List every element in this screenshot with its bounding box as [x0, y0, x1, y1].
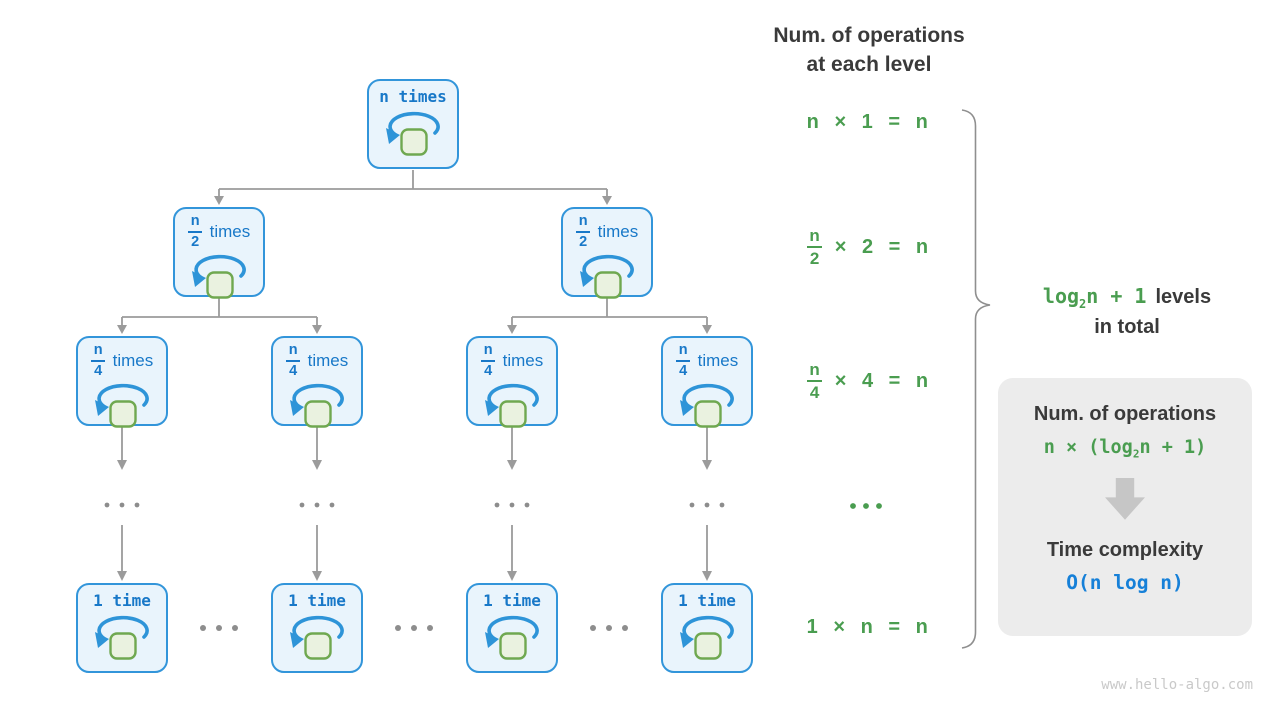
loop-icon-slot: [479, 378, 545, 430]
loop-icon: [680, 615, 734, 660]
summary-box: Num. of operations n × (log2n + 1) Time …: [998, 378, 1252, 636]
down-arrow-icon: [1105, 477, 1145, 520]
summary-title: Num. of operations: [1033, 403, 1217, 425]
tree-node-root: n times: [367, 79, 459, 169]
operations-header-line2: at each level: [806, 52, 932, 76]
ellipsis-dots-green: [850, 503, 882, 509]
operations-header: Num. of operations at each level: [755, 22, 983, 80]
node-label: 1 time: [483, 591, 541, 610]
loop-icon: [95, 615, 149, 660]
loop-icon-slot: [89, 610, 155, 662]
loop-icon: [485, 383, 539, 428]
loop-icon-slot: [380, 106, 446, 158]
tree-node-leaf-4: 1 time: [661, 583, 753, 673]
loop-icon: [95, 383, 149, 428]
connector-arrowheads: [117, 196, 712, 581]
loop-icon: [386, 111, 440, 156]
operations-header-line1: Num. of operations: [773, 24, 965, 47]
tree-node-leaf-2: 1 time: [271, 583, 363, 673]
levels-brace: [961, 109, 991, 649]
node-label: 1 time: [678, 591, 736, 610]
watermark: www.hello-algo.com: [1101, 677, 1253, 693]
tree-node-leaf-1: 1 time: [76, 583, 168, 673]
loop-icon: [192, 254, 246, 299]
time-complexity-result: O(n log n): [1066, 570, 1184, 594]
loop-icon: [680, 383, 734, 428]
loop-icon: [290, 383, 344, 428]
loop-icon-slot: [186, 249, 252, 301]
loop-icon-slot: [674, 378, 740, 430]
loop-icon: [290, 615, 344, 660]
loop-icon-slot: [479, 610, 545, 662]
loop-icon-slot: [574, 249, 640, 301]
connector-lines: [121, 170, 708, 572]
loop-icon-slot: [284, 378, 350, 430]
tree-node-leaf-3: 1 time: [466, 583, 558, 673]
loop-icon-slot: [89, 378, 155, 430]
equation-level-0: n × 1 = n: [806, 111, 929, 133]
loop-icon-slot: [284, 610, 350, 662]
node-label: 1 time: [93, 591, 151, 610]
node-label: 1 time: [288, 591, 346, 610]
loop-icon: [485, 615, 539, 660]
ellipsis-dots-gray: [104, 502, 725, 631]
loop-icon-slot: [674, 610, 740, 662]
loop-icon: [580, 254, 634, 299]
summary-formula: n × (log2n + 1): [1043, 437, 1207, 461]
time-complexity-label: Time complexity: [1046, 538, 1204, 561]
node-label: n times: [379, 87, 447, 106]
equation-leaf-level: 1 × n = n: [806, 616, 929, 638]
